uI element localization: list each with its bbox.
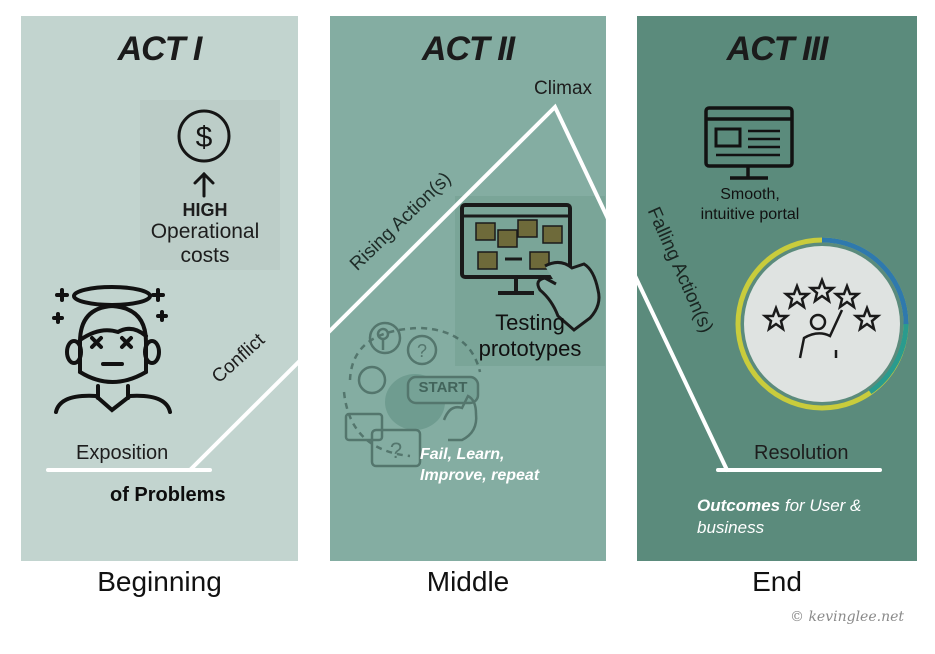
svg-text:?: ? [417, 341, 427, 361]
credit-label: © kevinglee.net [790, 609, 905, 625]
story-arc [46, 103, 882, 472]
cost-high-label: HIGH [182, 200, 228, 220]
cost-operational-label: Operational [150, 220, 260, 243]
svg-text:$: $ [196, 121, 213, 154]
cost-costs-label: costs [180, 244, 230, 267]
svg-text:?: ? [390, 438, 402, 463]
five-stars-rating-icon [735, 237, 909, 411]
dollar-icon: $ [177, 109, 231, 163]
iterate-label-line2: Improve, repeat [420, 467, 540, 484]
ideas-cycle-icon: ? ? [342, 321, 482, 468]
outcomes-bold: Outcomes [697, 496, 781, 515]
dizzy-person-icon [52, 285, 172, 414]
middle-label: Middle [426, 566, 510, 597]
web-portal-icon [704, 106, 794, 180]
portal-label-line2: intuitive portal [700, 206, 800, 223]
act-1-title: ACT I [117, 30, 203, 68]
exposition-sub-label: of Problems [110, 484, 226, 506]
portal-label-line1: Smooth, [720, 186, 780, 203]
exposition-label: Exposition [76, 442, 169, 464]
testing-label-line1: Testing [495, 310, 565, 335]
beginning-label: Beginning [97, 566, 222, 597]
climax-label: Climax [534, 78, 593, 99]
arc-line [188, 103, 729, 472]
arrow-up-icon [193, 171, 215, 198]
end-label: End [752, 566, 802, 597]
act-3-title: ACT III [726, 30, 829, 68]
cost-card [140, 100, 280, 270]
testing-label-line2: prototypes [478, 336, 582, 361]
resolution-label: Resolution [754, 442, 849, 464]
iterate-label-line1: Fail, Learn, [420, 446, 505, 463]
outcomes-rest: for User & [780, 496, 862, 515]
start-button-graphic: START [418, 379, 468, 396]
outcomes-label-line1: Outcomes for User & [697, 496, 861, 516]
act-2-title: ACT II [421, 30, 515, 68]
outcomes-label-line2: business [697, 518, 765, 537]
monitor-sticky-notes-icon [460, 203, 601, 332]
